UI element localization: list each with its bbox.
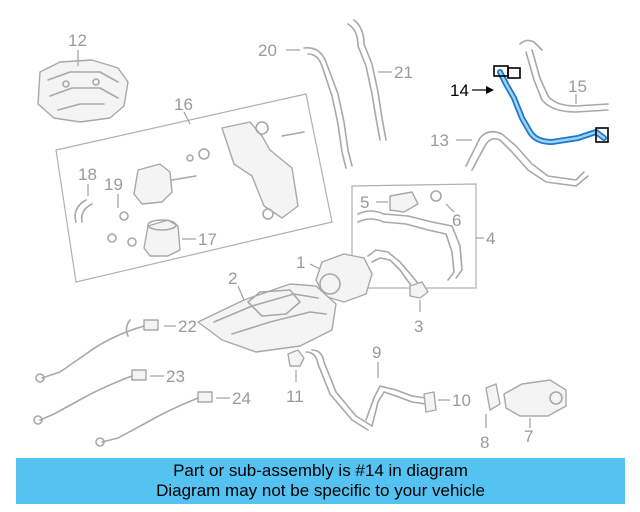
callout-7: 7 [524,427,533,446]
part-7-drawing [503,379,567,428]
part-15-drawing [519,39,609,113]
callout-23: 23 [166,367,185,386]
part-23-drawing [33,369,164,425]
callout-24: 24 [232,389,251,408]
part-3-drawing [409,281,429,312]
callout-13: 13 [430,131,449,150]
callout-3: 3 [414,317,423,336]
callout-11: 11 [286,387,304,406]
callout-18: 18 [78,165,97,184]
callout-20: 20 [258,41,277,60]
callout-19: 19 [104,175,123,194]
part-21-drawing [347,19,392,141]
callout-10: 10 [452,391,471,410]
callout-2: 2 [228,269,237,288]
part-12-drawing [37,50,129,123]
callout-1: 1 [296,253,305,272]
part-20-drawing [286,46,353,169]
part-8-drawing [485,383,501,428]
callout-17: 17 [198,230,217,249]
callout-4: 4 [486,229,495,248]
callout-16: 16 [174,95,193,114]
caption-banner: Part or sub-assembly is #14 in diagram D… [16,458,625,504]
callout-15: 15 [568,77,587,96]
part-9-drawing [305,349,427,431]
callout-8: 8 [480,433,489,452]
part-14-highlighted-hose[interactable] [493,65,609,145]
part-2-drawing [197,283,337,353]
callout-14-leader [472,86,494,94]
callout-5: 5 [360,193,369,212]
part-4-box [351,183,484,289]
part-11-drawing [287,349,305,382]
part-16-panel [55,93,333,283]
banner-line-1: Part or sub-assembly is #14 in diagram [173,461,468,480]
part-10-drawing [423,391,450,413]
callout-22: 22 [178,317,197,336]
banner-line-2: Diagram may not be specific to your vehi… [156,481,485,500]
callout-12: 12 [68,31,87,50]
callout-21: 21 [394,63,413,82]
callout-14: 14 [450,81,469,100]
part-24-drawing [95,391,230,447]
callout-6: 6 [452,211,461,230]
callout-9: 9 [372,343,381,362]
part-22-drawing [35,319,176,383]
part-13-drawing [456,130,589,187]
part-1-drawing [309,249,421,303]
